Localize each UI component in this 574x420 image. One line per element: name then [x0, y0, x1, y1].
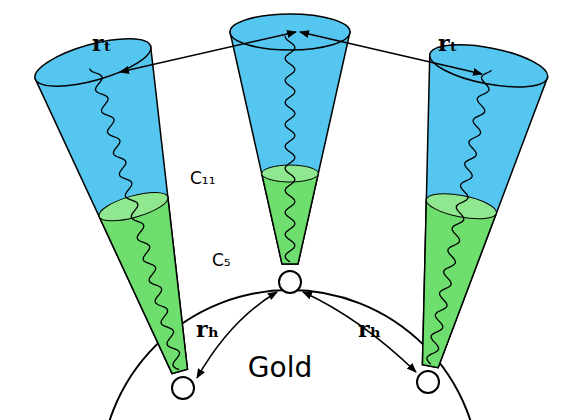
distance-label: rₜ [92, 32, 112, 54]
anchor-atom [417, 371, 439, 393]
chain-wave [426, 69, 493, 365]
ligand-cones [30, 14, 551, 388]
distance-label: rₕ [196, 318, 219, 340]
material-label: Gold [248, 351, 312, 384]
chain-wave [90, 66, 184, 371]
cone-segment [395, 200, 496, 374]
cone-segment [99, 197, 214, 381]
anchor-atom [172, 377, 194, 399]
ligand-cone [30, 29, 237, 388]
cone-segment-rim [424, 189, 498, 224]
cone-segment-rim [96, 187, 171, 227]
distance-label: rₕ [358, 318, 381, 340]
cone-body [35, 46, 237, 387]
chain-label: C₅ [212, 252, 231, 269]
ligand-cone [371, 37, 551, 378]
cone-body [371, 54, 547, 377]
anchor-atom [279, 271, 301, 293]
chain-label: C₁₁ [190, 170, 216, 187]
cone-rim [30, 29, 155, 96]
distance-label: rₜ [438, 32, 458, 54]
gold-core: Gold [215, 345, 345, 389]
distance-arrow [300, 32, 482, 74]
cone-rim [230, 14, 350, 50]
ligand-cone [230, 14, 350, 264]
cone-body [230, 32, 350, 264]
distance-arrow [120, 32, 296, 72]
distance-arrow [303, 292, 416, 372]
chain-wave [285, 36, 295, 262]
